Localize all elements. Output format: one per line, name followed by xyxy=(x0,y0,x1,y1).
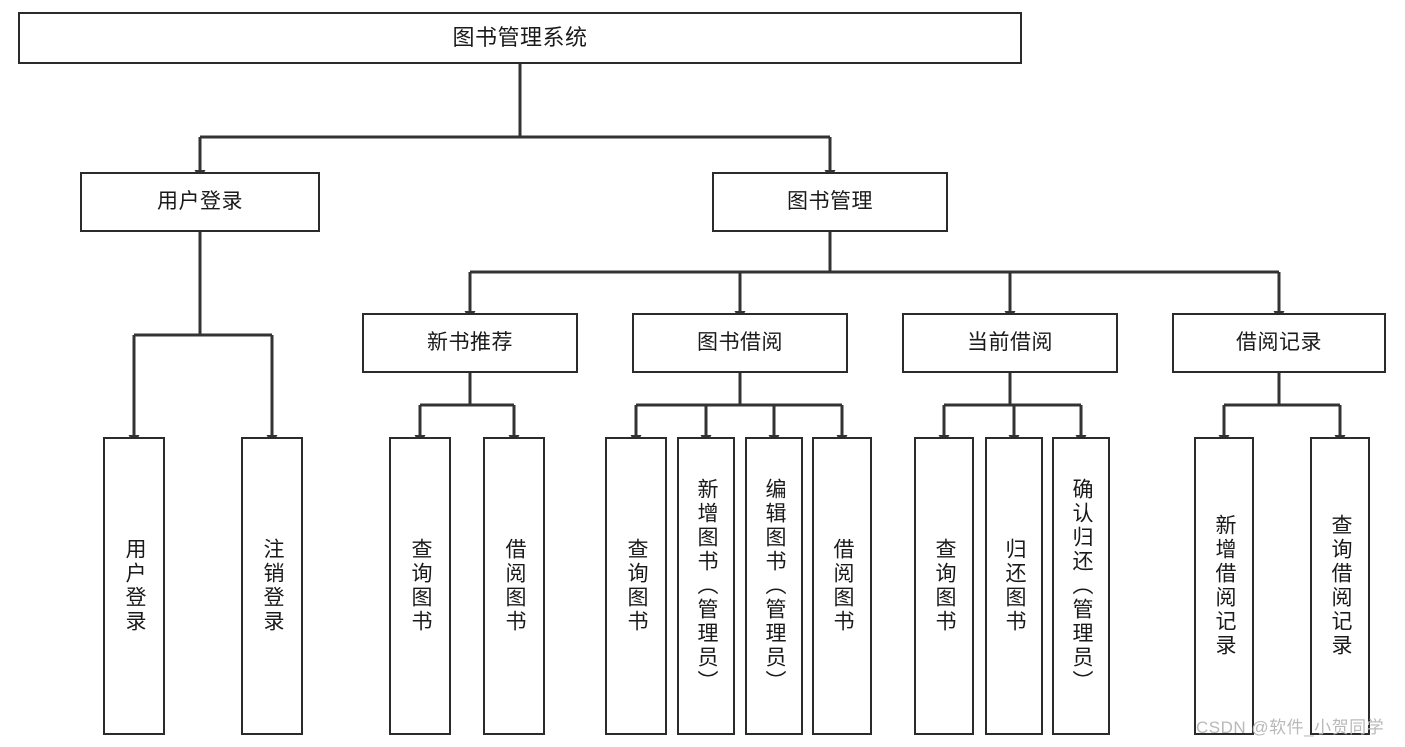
node-new-book-recommend[interactable]: 新书推荐 xyxy=(362,313,578,373)
node-borrow-records[interactable]: 借阅记录 xyxy=(1172,313,1386,373)
leaf-query-books-current[interactable]: 查询图书 xyxy=(914,437,974,735)
node-book-management[interactable]: 图书管理 xyxy=(712,172,948,232)
node-label: 图书借阅 xyxy=(697,330,783,354)
node-label: 编辑图书（管理员） xyxy=(763,478,787,694)
node-label: 确认归还（管理员） xyxy=(1070,478,1094,694)
node-label: 图书管理系统 xyxy=(452,25,588,51)
node-book-borrow[interactable]: 图书借阅 xyxy=(632,313,848,373)
leaf-return-books[interactable]: 归还图书 xyxy=(985,437,1043,735)
leaf-user-login[interactable]: 用户登录 xyxy=(103,437,165,735)
leaf-query-books-recommend[interactable]: 查询图书 xyxy=(389,437,451,735)
node-label: 查询图书 xyxy=(409,538,433,634)
leaf-query-borrow-record[interactable]: 查询借阅记录 xyxy=(1310,437,1370,735)
node-root[interactable]: 图书管理系统 xyxy=(18,12,1022,64)
leaf-confirm-return-admin[interactable]: 确认归还（管理员） xyxy=(1052,437,1110,735)
node-label: 注销登录 xyxy=(261,538,285,634)
node-current-borrow[interactable]: 当前借阅 xyxy=(902,313,1118,373)
node-label: 归还图书 xyxy=(1003,538,1027,634)
node-label: 用户登录 xyxy=(123,538,147,634)
node-label: 新增借阅记录 xyxy=(1213,514,1237,658)
node-label: 当前借阅 xyxy=(967,330,1053,354)
node-label: 新增图书（管理员） xyxy=(695,478,719,694)
node-label: 查询借阅记录 xyxy=(1329,514,1353,658)
leaf-logout[interactable]: 注销登录 xyxy=(241,437,303,735)
watermark: CSDN @软件_小贺同学 xyxy=(1196,718,1385,737)
leaf-add-borrow-record[interactable]: 新增借阅记录 xyxy=(1194,437,1254,735)
leaf-add-book-admin[interactable]: 新增图书（管理员） xyxy=(677,437,735,735)
node-label: 借阅图书 xyxy=(503,538,527,634)
leaf-borrow-books-recommend[interactable]: 借阅图书 xyxy=(483,437,545,735)
node-label: 用户登录 xyxy=(157,189,243,213)
leaf-edit-book-admin[interactable]: 编辑图书（管理员） xyxy=(745,437,803,735)
node-label: 新书推荐 xyxy=(427,330,513,354)
node-label: 借阅记录 xyxy=(1236,330,1322,354)
node-label: 查询图书 xyxy=(933,538,957,634)
leaf-query-books-borrow[interactable]: 查询图书 xyxy=(605,437,667,735)
node-label: 图书管理 xyxy=(787,189,873,213)
leaf-borrow-books[interactable]: 借阅图书 xyxy=(812,437,872,735)
node-user-login[interactable]: 用户登录 xyxy=(80,172,320,232)
node-label: 查询图书 xyxy=(625,538,649,634)
node-label: 借阅图书 xyxy=(831,538,855,634)
